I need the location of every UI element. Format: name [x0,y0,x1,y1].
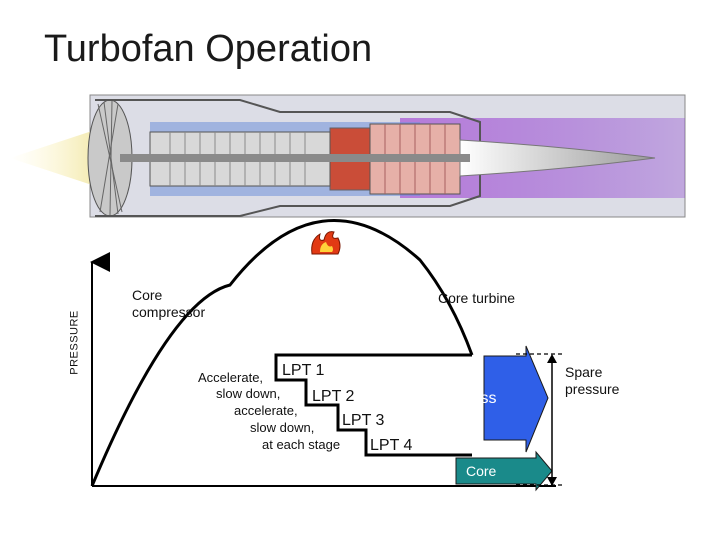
lpt-1-label: LPT 1 [282,362,325,379]
page-title: Turbofan Operation [44,28,373,70]
bypass-label: Bypass [444,390,497,407]
flame-icon [311,231,341,255]
spare-pressure-label: Spare pressure [565,364,620,397]
lpt-text-line-1: Accelerate, [198,370,264,385]
core-label: Core [466,463,497,479]
lpt-4-label: LPT 4 [370,437,413,454]
lpt-text-line-2: slow down, [216,386,281,401]
y-axis-label: PRESSURE [68,310,81,375]
lpt-text-line-3: accelerate, [234,403,298,418]
lpt-3-label: LPT 3 [342,412,385,429]
core-turbine-label: Core turbine [438,290,516,306]
core-compressor-label: Core compressor [132,287,206,320]
lpt-2-label: LPT 2 [312,388,355,405]
lpt-text-line-5: at each stage [262,437,341,452]
core-arrow [455,450,553,492]
lpt-staircase [274,353,472,457]
lpt-text-line-4: slow down, [250,420,315,435]
pressure-curve [90,218,474,487]
